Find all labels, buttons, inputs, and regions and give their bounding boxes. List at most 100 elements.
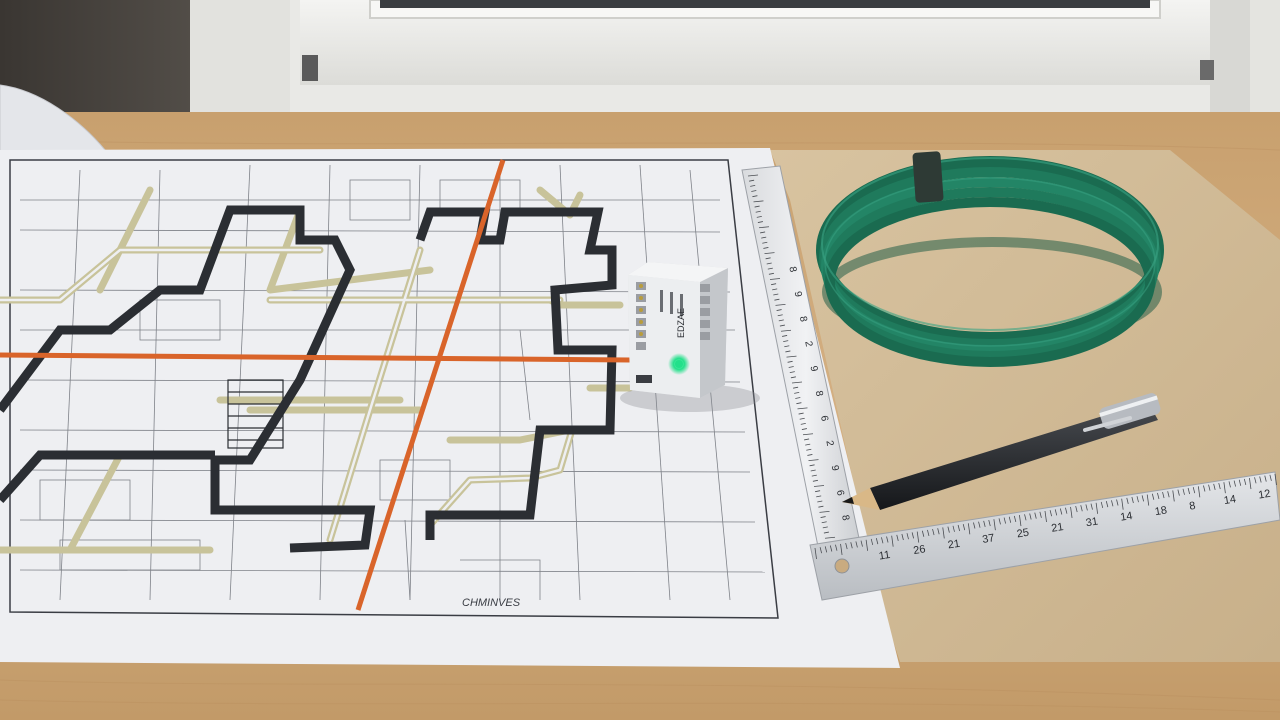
ruler-number: 12 [1257,488,1271,502]
ruler-tick [773,293,779,296]
ruler-tick [798,412,804,415]
ruler-tick [1059,508,1063,515]
window [190,0,1250,115]
ruler-tick [824,546,828,553]
ruler-tick [819,510,830,513]
wall-right [1250,0,1280,125]
ruler-tick [767,267,773,270]
ruler-tick [1131,496,1134,504]
ruler-tick [998,518,1001,525]
module-led [675,360,683,368]
ruler-tick [1065,507,1068,514]
ruler-tick [1254,477,1257,484]
cable-tie [912,151,944,203]
ruler-tick [824,536,836,539]
ruler-tick [766,262,772,265]
ruler-tick [786,355,797,358]
ruler-number: 8 [797,315,809,323]
ruler-tick [840,543,843,555]
ruler-number: 21 [947,538,961,552]
ruler-tick [932,528,935,536]
ruler-tick [1100,501,1104,509]
ruler-tick [1070,506,1073,518]
ruler-tick [973,522,976,529]
ruler-number: 25 [1016,527,1030,541]
ruler-tick [1141,495,1144,502]
ruler-tick [1157,492,1160,500]
ruler-tick [814,547,817,560]
ruler-tick [1034,512,1037,519]
ruler-tick [808,459,819,462]
blueprint-stair [227,379,284,449]
ruler-tick [806,448,812,451]
ruler-tick [860,540,863,547]
ruler-tick [865,539,869,551]
ruler-tick [1197,486,1201,498]
ruler-tick [810,469,816,472]
ruler-tick [747,174,759,177]
ruler-tick [1054,509,1058,516]
ruler-tick [775,303,786,306]
ruler-tick [1218,482,1221,490]
ruler-number: 8 [1188,500,1196,513]
ruler-tick [1167,491,1170,498]
ruler-tick [1162,491,1165,499]
ruler-tick [783,340,789,342]
ruler-tick [1090,503,1093,510]
ruler-tick [815,490,821,493]
ruler-tick [819,547,822,554]
ruler-tick [761,236,767,239]
ruler-tick [1080,505,1083,512]
ruler-tick [816,495,822,498]
ruler-tick [1039,511,1042,518]
ruler-tick [1249,478,1252,490]
ruler-tick [1146,494,1150,506]
ruler-tick [818,505,824,508]
ruler-tick [790,376,796,379]
ruler-tick [1223,482,1226,494]
ruler-tick [789,371,795,374]
pencil [842,393,1161,510]
ruler-tick [757,221,763,223]
ruler-tick [942,527,945,539]
ruler-tick [906,533,909,540]
ruler-tick [751,190,757,192]
ruler-tick [1019,515,1022,527]
ruler-tick [796,402,802,405]
ruler-number: 26 [912,543,926,557]
ruler-tick [1003,517,1006,524]
ruler-tick [855,541,858,548]
ruler-tick [835,544,838,551]
horizontal-ruler-ticks [814,473,1277,560]
ruler-tick [1233,480,1236,487]
ruler-tick [1075,505,1078,513]
ruler-tick [1105,501,1109,508]
ruler-tick [765,257,771,260]
ruler-tick [817,500,823,503]
ruler-tick [1203,485,1206,492]
ruler-tick [1182,488,1185,495]
ruler-tick [754,205,760,208]
ruler-number: 6 [834,489,846,497]
ruler-number: 11 [878,549,891,563]
ruler-tick [993,519,996,531]
ruler-tick [801,428,807,430]
ruler-tick [896,534,899,541]
ruler-tick [1274,473,1277,486]
ruler-tick [807,454,813,456]
module-brand-text: EDZAE [676,308,686,338]
blueprint-orange-lines [0,159,631,611]
ruler-number: 9 [829,464,841,472]
ruler-tick [1208,484,1211,491]
ruler-number: 8 [839,514,851,522]
ruler-tick [947,526,950,533]
cable-coil [816,156,1164,367]
ruler-tick [795,397,801,399]
ruler-tick [1095,502,1099,514]
ruler-tick [1049,510,1052,517]
ruler-tick [811,474,817,477]
ruler-tick [813,485,825,487]
ruler-number: 9 [808,365,820,373]
ruler-tick [875,538,879,545]
